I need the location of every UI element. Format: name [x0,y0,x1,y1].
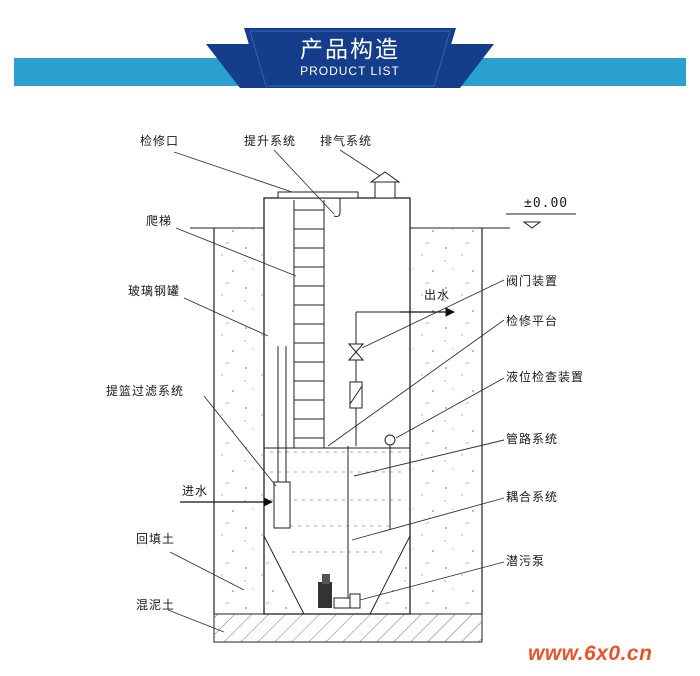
label-concrete: 混泥土 [136,598,176,612]
label-pipeline-system: 管路系统 [506,432,559,446]
label-lifting-system: 提升系统 [244,134,297,148]
sewage-pump [318,574,361,609]
label-coupling-system: 耦合系统 [506,490,559,504]
label-basket-filter: 提篮过滤系统 [106,384,185,398]
gate-valve-icon [347,343,365,361]
basket-filter [273,346,291,529]
label-vent-system: 排气系统 [320,134,373,148]
lifting-hook [333,198,341,217]
banner-shape [14,28,686,88]
vent-cap [369,171,401,199]
label-frp-tank: 玻璃钢罐 [128,284,181,298]
label-sewage-pump: 潜污泵 [506,554,546,568]
label-level-detector: 液位检查装置 [506,370,585,384]
label-ground-level: ±0.00 [524,196,569,211]
label-valve-device: 阀门装置 [506,274,559,288]
label-inlet: 进水 [182,484,209,498]
page-subtitle: PRODUCT LIST [300,64,400,78]
label-backfill: 回填土 [136,532,176,546]
discharge-pipe [347,311,400,598]
label-outlet: 出水 [424,288,451,302]
page-title: 产品构造 [300,37,400,63]
inspection-port-cover [277,191,359,199]
check-valve-icon [349,381,363,409]
ground-level-marker [506,213,576,229]
ladder [293,200,325,448]
level-sensor [384,434,396,530]
leader-lines [167,149,505,633]
header-banner: 产品构造 PRODUCT LIST [0,0,700,100]
concrete-base [213,613,483,643]
label-ladder: 爬梯 [146,214,173,228]
label-maintenance-platform: 检修平台 [506,314,559,328]
watermark: www.6x0.cn [528,642,653,665]
label-inspection-port: 检修口 [140,134,180,148]
